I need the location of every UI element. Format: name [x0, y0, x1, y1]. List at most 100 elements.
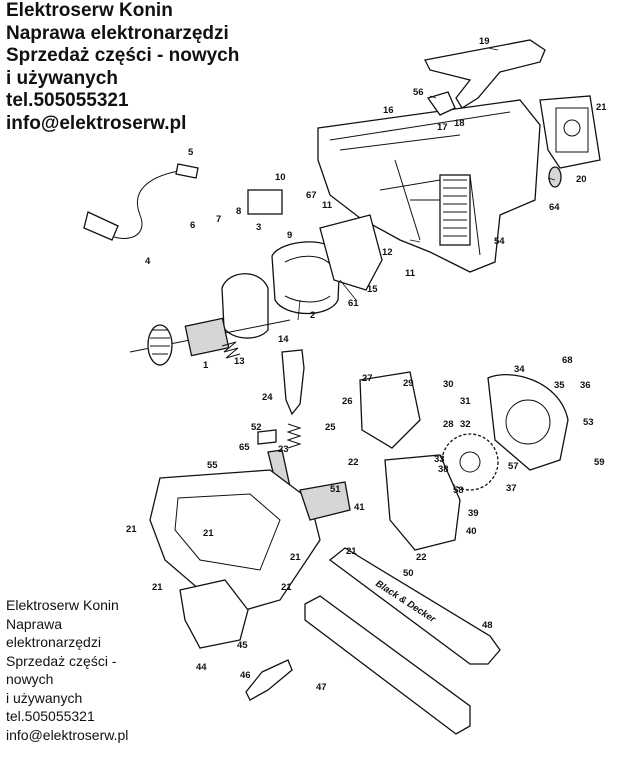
part-label: 35	[554, 380, 565, 391]
header-phone: tel.505055321	[6, 90, 129, 111]
footer-sales-line-3: i używanych	[6, 689, 83, 706]
part-label: 11	[322, 200, 333, 211]
part-label: 68	[562, 355, 573, 366]
footer-company-name: Elektroserw Konin	[6, 597, 119, 613]
part-label: 18	[454, 118, 465, 129]
header-sales-line: Sprzedaż części - nowych	[6, 45, 240, 66]
power-cord	[83, 163, 199, 241]
part-label: 28	[443, 419, 454, 430]
part-label: 5	[188, 147, 194, 158]
part-label: 17	[437, 122, 448, 133]
spring-13	[221, 341, 241, 359]
header-company-name: Elektroserw Konin	[6, 0, 173, 21]
brush-holder	[319, 214, 383, 291]
chassis	[384, 454, 461, 551]
part-label: 25	[325, 422, 336, 433]
part-label: 11	[405, 268, 416, 279]
part-label: 50	[403, 568, 414, 579]
part-label: 52	[251, 422, 262, 433]
part-label: 22	[348, 457, 359, 468]
part-label: 26	[342, 396, 353, 407]
header-contact-block: Elektroserw Konin Naprawa elektronarzędz…	[6, 0, 306, 135]
part-label: 38	[438, 464, 449, 475]
part-label: 21	[126, 524, 137, 535]
part-label: 21	[281, 582, 292, 593]
part-label: 65	[239, 442, 250, 453]
part-label: 9	[287, 230, 292, 241]
part-label: 61	[348, 298, 359, 309]
part-label: 8	[236, 206, 241, 217]
part-label: 19	[479, 36, 490, 47]
part-label: 21	[596, 102, 607, 113]
part-label: 46	[240, 670, 251, 681]
part-label: 15	[367, 284, 378, 295]
spring-23	[286, 423, 302, 449]
footer-email: info@elektroserw.pl	[6, 726, 129, 743]
footer-service-line-2: elektronarzędzi	[6, 634, 101, 650]
footer-service-line: Naprawa	[6, 615, 63, 632]
part-label: 21	[290, 552, 301, 563]
part-label: 39	[468, 508, 479, 519]
part-51	[299, 481, 351, 521]
part-label: 21	[152, 582, 163, 593]
part-label: 30	[443, 379, 454, 390]
part-52	[257, 429, 277, 445]
part-label: 36	[580, 380, 591, 391]
part-label: 51	[330, 484, 341, 495]
part-label: 20	[576, 174, 587, 185]
end-cap	[539, 95, 601, 169]
part-label: 64	[549, 202, 560, 213]
part-label: 40	[466, 526, 477, 537]
part-64	[548, 166, 562, 188]
part-label: 10	[275, 172, 286, 183]
part-label: 22	[416, 552, 427, 563]
lever-46	[245, 659, 293, 701]
scabbard	[304, 595, 471, 735]
part-label: 6	[190, 220, 195, 231]
part-label: 27	[362, 373, 373, 384]
footer-contact-block: Elektroserw Konin Naprawa elektronarzędz…	[6, 596, 176, 744]
part-label: 48	[482, 620, 493, 631]
part-label: 57	[508, 461, 519, 472]
armature	[129, 317, 291, 366]
part-label: 44	[196, 662, 207, 673]
part-label: 59	[594, 457, 605, 468]
part-label: 1	[203, 360, 209, 371]
part-label: 67	[306, 190, 317, 201]
part-label: 4	[145, 256, 151, 267]
part-label: 24	[262, 392, 273, 403]
part-label: 55	[207, 460, 218, 471]
part-label: 33	[434, 454, 445, 465]
header-service-line: Naprawa elektronarzędzi	[6, 22, 229, 44]
footer-phone: tel.505055321	[6, 708, 95, 724]
switch-3	[247, 189, 283, 215]
part-label: 21	[203, 528, 214, 539]
upper-housing	[317, 99, 541, 273]
part-label: 37	[506, 483, 517, 494]
part-label: 2	[310, 310, 315, 321]
part-label: 29	[403, 378, 414, 389]
part-label: 53	[583, 417, 594, 428]
part-label: 56	[413, 87, 424, 98]
part-label: 13	[234, 356, 245, 367]
header-email: info@elektroserw.pl	[6, 112, 187, 134]
gearbox-cover	[487, 374, 569, 471]
header-sales-line-2: i używanych	[6, 67, 118, 89]
part-label: 21	[346, 546, 357, 557]
fan-baffle	[221, 273, 269, 339]
part-label: 58	[453, 485, 464, 496]
switch-block	[359, 371, 421, 449]
part-label: 23	[278, 444, 289, 455]
part-labels: 1 2 3 4 5 6 7 8 9 10 11 11 12 13 14 15 1…	[126, 36, 607, 693]
handle-housing	[149, 469, 321, 611]
footer-sales-line-2: nowych	[6, 671, 54, 687]
part-label: 14	[278, 334, 289, 345]
stator-field	[271, 241, 341, 315]
part-label: 7	[216, 214, 221, 225]
part-label: 45	[237, 640, 248, 651]
part-label: 12	[382, 247, 393, 258]
part-label: 41	[354, 502, 365, 513]
part-label: 3	[256, 222, 261, 233]
footer-sales-line: Sprzedaż części -	[6, 652, 117, 669]
